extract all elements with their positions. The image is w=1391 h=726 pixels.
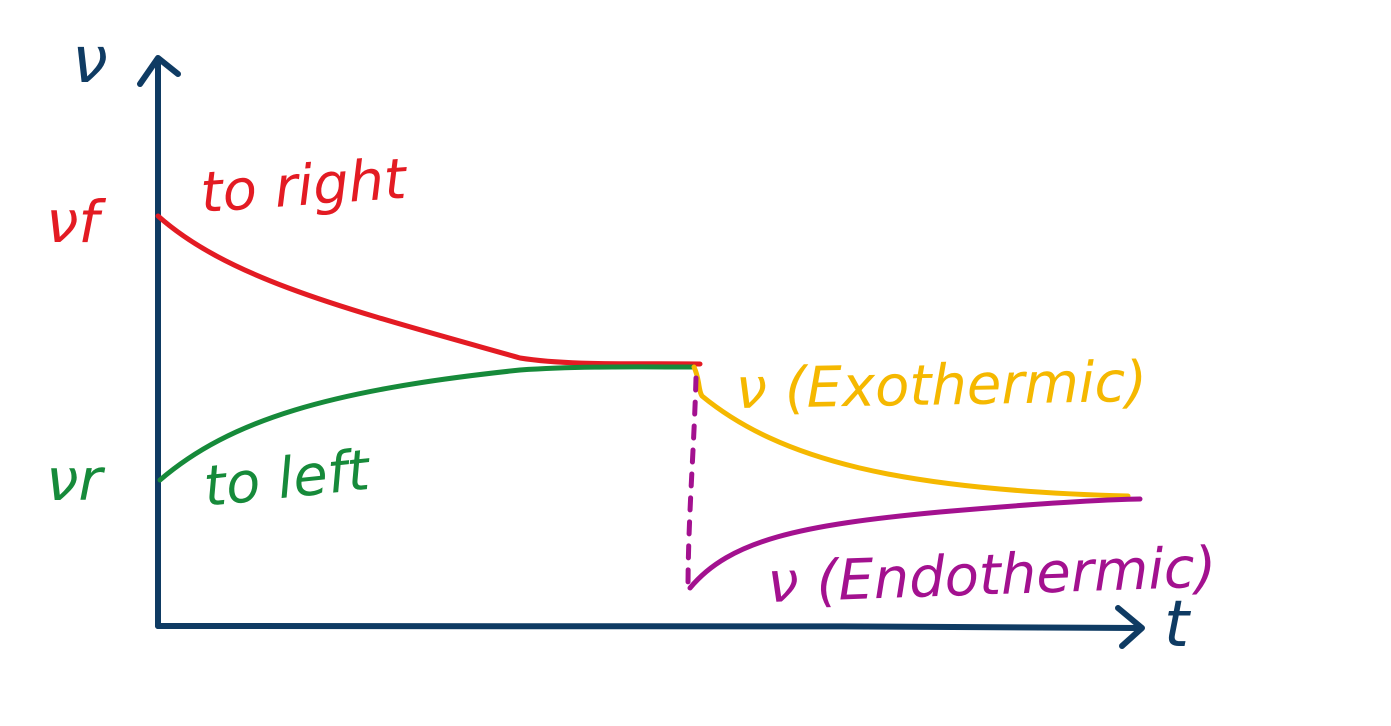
endothermic-label: ν (Endothermic) [766,535,1217,616]
vr-label: νr [46,446,105,514]
y-axis-label: ν [72,24,108,98]
endothermic-rate-curve [687,496,1143,591]
y-axis-arrowhead [137,55,181,87]
vf-label: νf [46,188,106,256]
to-left-label: to left [201,438,375,520]
reverse-rate-curve [157,364,697,483]
forward-rate-curve [155,213,703,367]
x-axis-line [155,622,1141,631]
dashed-transition-line [685,375,699,593]
x-axis-label: t [1164,588,1192,662]
exothermic-label: ν (Exothermic) [735,350,1147,422]
axes [137,55,1145,649]
x-axis-arrowhead [1115,605,1145,649]
exothermic-rate-curve [691,364,1131,499]
to-right-label: to right [198,147,410,226]
